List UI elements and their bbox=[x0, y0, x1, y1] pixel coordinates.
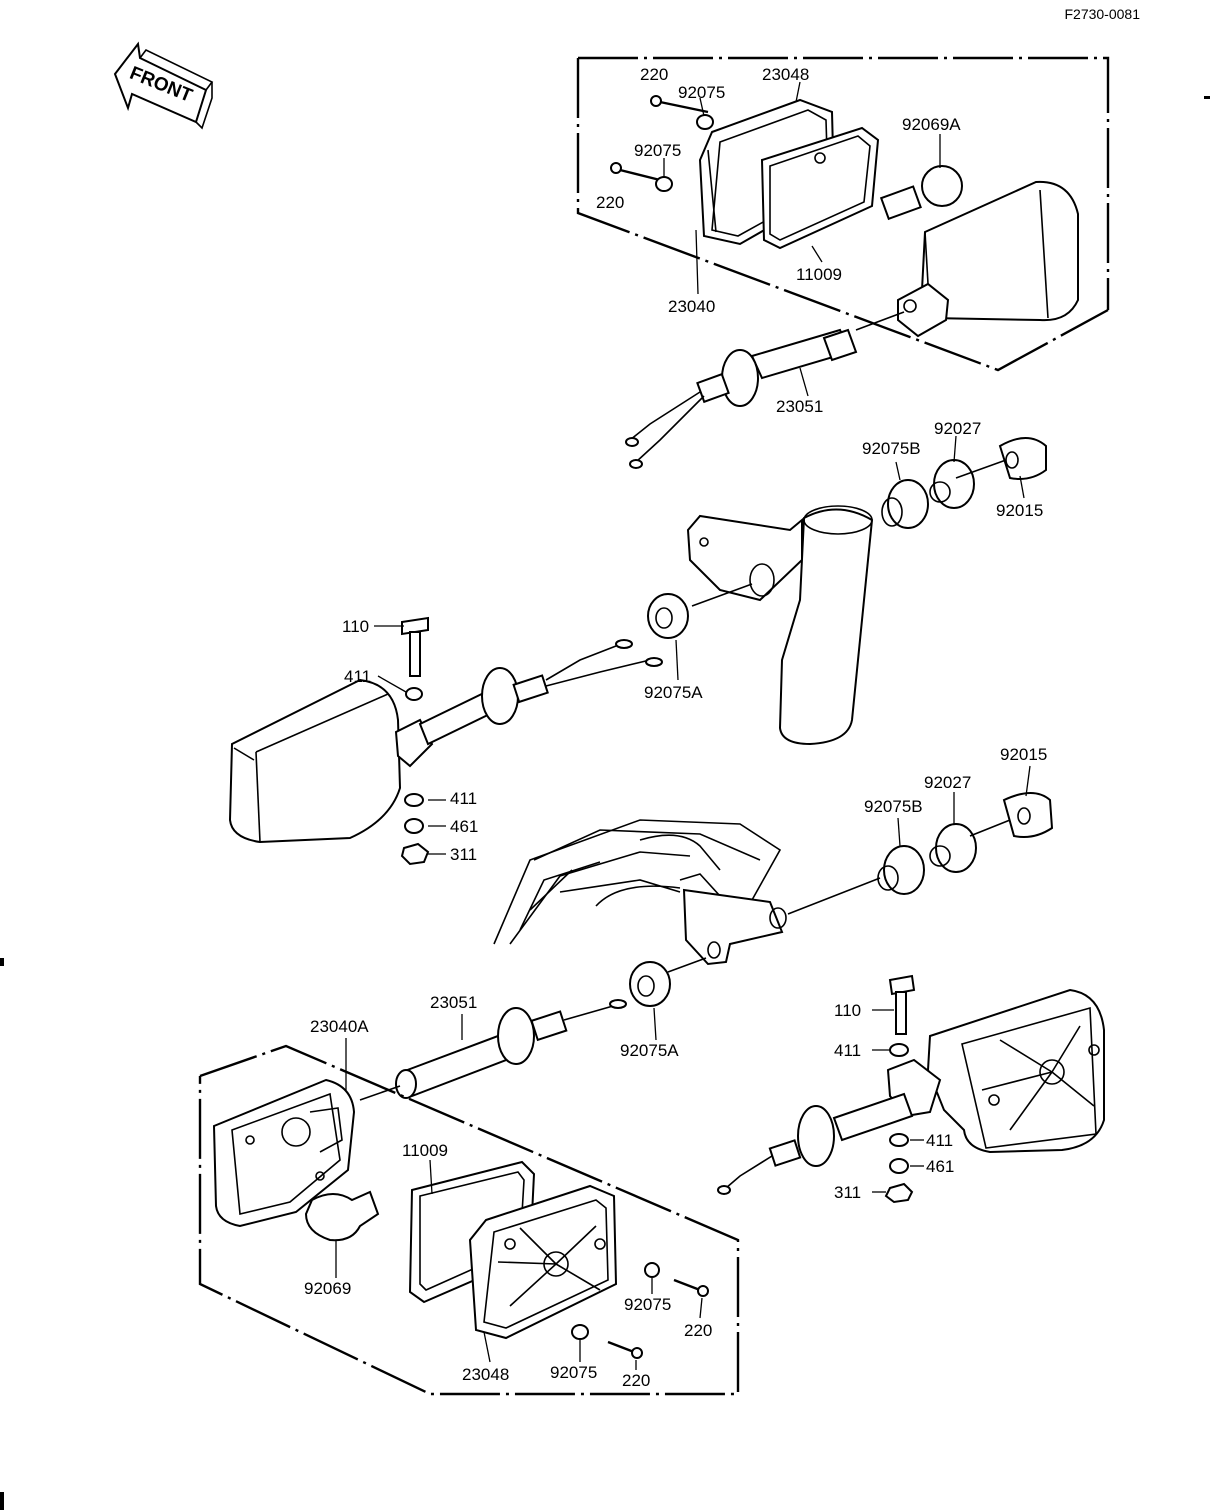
right-bolt-110 bbox=[888, 974, 916, 1035]
left-nut-311 bbox=[400, 842, 430, 866]
label-mid-92015-a: 92015 bbox=[996, 501, 1043, 520]
label-top-11009: 11009 bbox=[796, 265, 842, 284]
top-leader-lines bbox=[663, 81, 941, 397]
rear-frame bbox=[493, 819, 787, 966]
label-top-220-b: 220 bbox=[596, 193, 624, 212]
label-bot-23051: 23051 bbox=[430, 993, 477, 1012]
label-bot-23048: 23048 bbox=[462, 1365, 509, 1384]
upper-grommet-set bbox=[881, 437, 1047, 529]
margin-mark bbox=[0, 958, 4, 966]
label-mid-92027-b: 92027 bbox=[924, 773, 971, 792]
bottom-screw-220-a bbox=[673, 1278, 709, 1297]
label-bot-92075A: 92075A bbox=[620, 1041, 679, 1060]
label-mid-92027-a: 92027 bbox=[934, 419, 981, 438]
label-right-411-b: 411 bbox=[926, 1131, 953, 1150]
label-top-92075-b: 92075 bbox=[634, 141, 681, 160]
label-top-23051: 23051 bbox=[776, 397, 823, 416]
headlight-bracket bbox=[686, 505, 874, 746]
bottom-washer-92075-a bbox=[644, 1262, 660, 1278]
label-bot-92075-b: 92075 bbox=[550, 1363, 597, 1382]
right-washer-461 bbox=[889, 1158, 909, 1174]
diagram-code: F2730-0081 bbox=[1064, 6, 1140, 22]
bottom-bulb-92069 bbox=[304, 1190, 380, 1242]
top-lamp-body bbox=[897, 180, 1079, 338]
bottom-lamp-housing bbox=[212, 1078, 356, 1228]
bottom-screw-220-b bbox=[607, 1340, 643, 1359]
top-screw-220-b bbox=[610, 162, 661, 182]
top-bulb-92069A bbox=[879, 165, 963, 221]
label-bot-11009: 11009 bbox=[402, 1141, 448, 1160]
bottom-lens-23048 bbox=[468, 1184, 618, 1340]
label-bot-92075-a: 92075 bbox=[624, 1295, 671, 1314]
label-bot-220-a: 220 bbox=[684, 1321, 712, 1340]
right-washer-411-a bbox=[889, 1043, 909, 1057]
left-washer-411-b bbox=[404, 793, 424, 807]
left-leader-lines bbox=[374, 435, 1025, 855]
label-top-92075-a: 92075 bbox=[678, 83, 725, 102]
bottom-lamp-group-outline bbox=[198, 1044, 740, 1396]
label-right-411-a: 411 bbox=[834, 1041, 861, 1060]
lower-stem-23051 bbox=[359, 999, 627, 1101]
right-lamp-assembly bbox=[717, 988, 1105, 1195]
right-leader-lines bbox=[872, 765, 1031, 1193]
bottom-washer-92075-b bbox=[571, 1324, 589, 1340]
label-mid-92015-b: 92015 bbox=[1000, 745, 1047, 764]
part-labels: 220 92075 23048 92069A 92075 220 11009 2… bbox=[304, 65, 1047, 1390]
label-top-23048: 23048 bbox=[762, 65, 809, 84]
label-mid-92075B-a: 92075B bbox=[862, 439, 921, 458]
label-left-110: 110 bbox=[342, 617, 369, 636]
bottom-leader-lines bbox=[335, 1007, 703, 1370]
top-washer-92075-a bbox=[696, 114, 714, 130]
top-stem-23051 bbox=[625, 311, 905, 469]
top-gasket-11009 bbox=[760, 126, 880, 250]
front-arrow-icon: FRONT bbox=[113, 41, 214, 130]
margin-mark bbox=[1204, 96, 1210, 99]
label-bot-220-b: 220 bbox=[622, 1371, 650, 1390]
right-nut-311 bbox=[884, 1182, 914, 1204]
label-right-110: 110 bbox=[834, 1001, 861, 1020]
right-washer-411-b bbox=[889, 1133, 909, 1147]
label-bot-23040A: 23040A bbox=[310, 1017, 369, 1036]
label-left-311: 311 bbox=[450, 845, 477, 864]
left-bolt-110 bbox=[401, 616, 429, 677]
label-left-461: 461 bbox=[450, 817, 478, 836]
label-left-411-a: 411 bbox=[344, 667, 371, 686]
label-mid-92075B-b: 92075B bbox=[864, 797, 923, 816]
label-bot-92069: 92069 bbox=[304, 1279, 351, 1298]
lower-grommet-set bbox=[787, 792, 1054, 915]
label-right-461: 461 bbox=[926, 1157, 954, 1176]
label-top-23040: 23040 bbox=[668, 297, 715, 316]
left-washer-411-a bbox=[405, 687, 423, 701]
label-top-220-a: 220 bbox=[640, 65, 668, 84]
lower-grommet-92075A bbox=[629, 957, 707, 1007]
margin-mark bbox=[0, 1492, 4, 1510]
label-left-411-b: 411 bbox=[450, 789, 477, 808]
left-lamp-assembly bbox=[228, 639, 663, 844]
label-right-311: 311 bbox=[834, 1183, 861, 1202]
top-screw-220-a bbox=[650, 95, 709, 114]
top-lamp-group-outline bbox=[576, 56, 1110, 372]
left-grommet-92075A bbox=[647, 583, 753, 639]
left-washer-461 bbox=[404, 818, 424, 834]
top-washer-92075-b bbox=[655, 176, 673, 192]
label-top-92069A: 92069A bbox=[902, 115, 961, 134]
label-mid-92075A-a: 92075A bbox=[644, 683, 703, 702]
